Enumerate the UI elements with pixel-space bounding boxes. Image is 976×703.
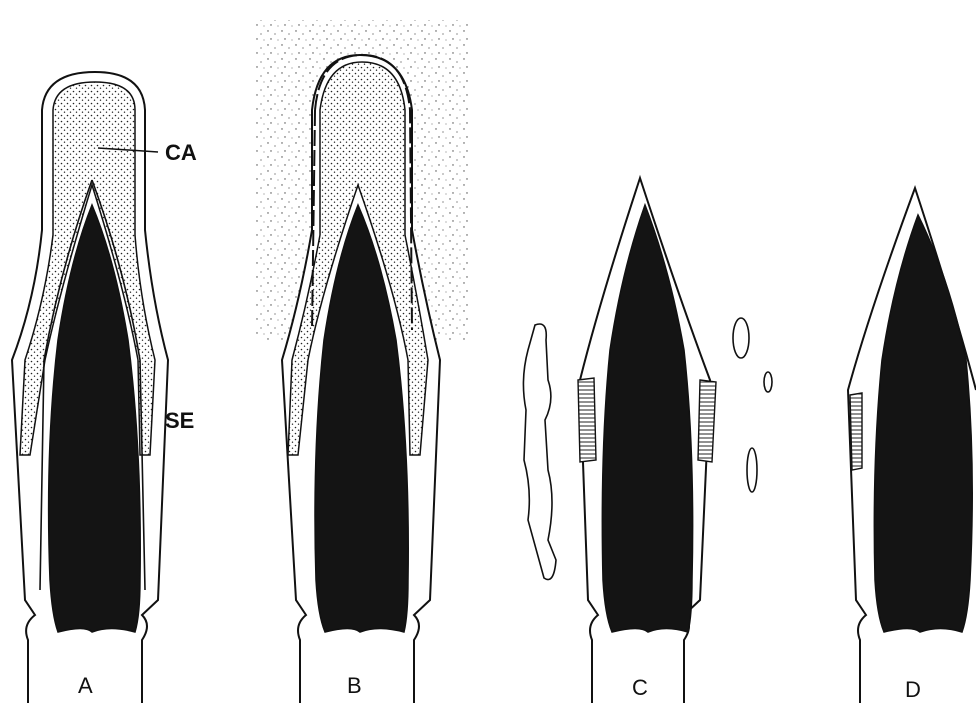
panel-d-label: D — [905, 677, 921, 702]
panel-d-equatorial-segment-left — [850, 393, 862, 470]
panel-c-vesicle-2 — [764, 372, 772, 392]
panel-b-label: B — [347, 673, 362, 698]
panel-c-vesicle-1 — [733, 318, 749, 358]
panel-c-vesicle-3 — [747, 448, 757, 492]
panel-d: D — [848, 188, 976, 703]
panel-c-vesicle-cluster-left — [523, 324, 556, 580]
panel-a: A — [12, 72, 168, 703]
panel-c-equatorial-segment-right — [698, 380, 716, 462]
callout-ca-label: CA — [165, 140, 197, 165]
panel-b: B — [255, 20, 470, 703]
callout-se-label: SE — [165, 408, 194, 433]
panel-c-equatorial-segment-left — [578, 378, 596, 462]
panel-c-label: C — [632, 675, 648, 700]
panel-a-label: A — [78, 673, 93, 698]
panel-c: C — [523, 178, 772, 703]
